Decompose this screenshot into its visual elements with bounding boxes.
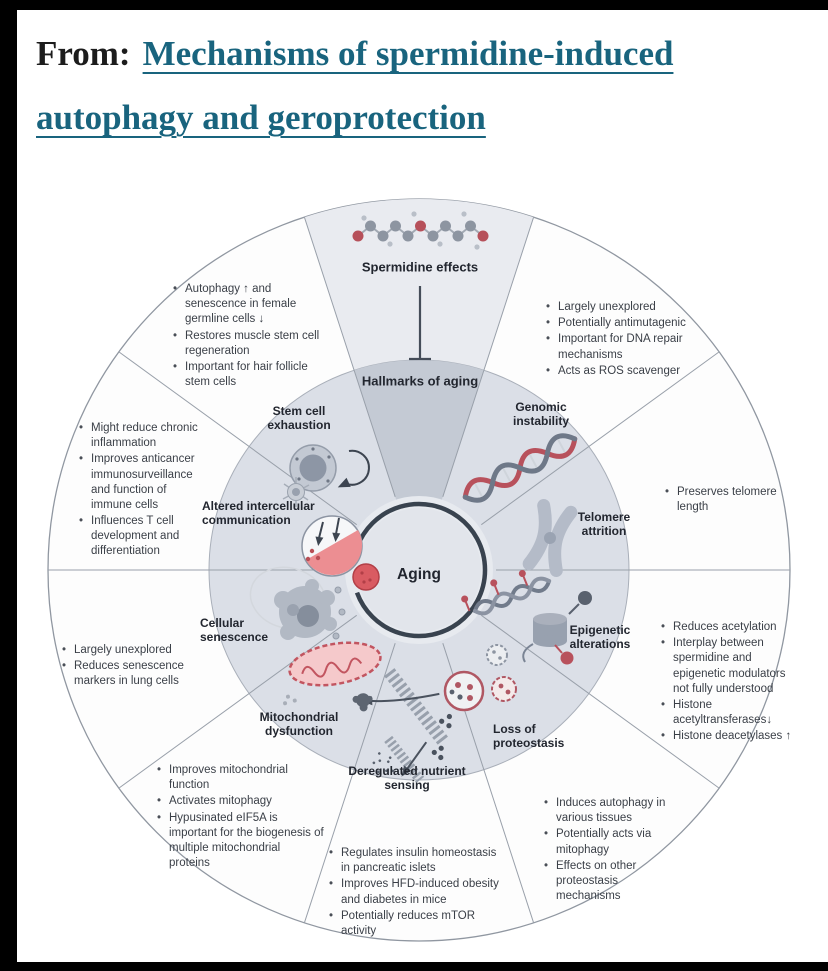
stem-cell-renewal-arrow [337, 449, 370, 488]
chromosome-icon [522, 499, 578, 577]
bullet: Influences T cell development and differ… [78, 514, 206, 560]
inhibition-arrow [409, 286, 431, 361]
bullet: Preserves telomere length [664, 485, 782, 515]
label-epigenetic-alterations: Epigenetic alterations [569, 622, 631, 651]
bullets-deregulated-nutrient-sensing: Regulates insulin homeostasis in pancrea… [328, 846, 508, 940]
cell-vesicle-icon [301, 515, 380, 591]
bullet: Induces autophagy in various tissues [543, 796, 668, 826]
hallmarks-sector [354, 360, 484, 570]
figure-caption: From:Mechanisms of spermidine-induced au… [36, 22, 796, 150]
bullet: Restores muscle stem cell regeneration [172, 329, 322, 359]
bullet: Interplay between spermidine and epigene… [660, 636, 795, 697]
bullets-loss-of-proteostasis: Induces autophagy in various tissues Pot… [543, 796, 668, 905]
label-stem-cell-exhaustion: Stem cell exhaustion [267, 403, 331, 432]
bullets-stem-cell-exhaustion: Autophagy ↑ and senescence in female ger… [172, 282, 322, 391]
label-cellular-senescence: Cellular senescence [200, 616, 269, 645]
aging-circle [357, 508, 481, 632]
bullet: Might reduce chronic inflammation [78, 421, 206, 451]
sector-lines [48, 217, 790, 923]
bullet: Improves anticancer immunosurveillance a… [78, 452, 206, 513]
article-title-link[interactable]: Mechanisms of spermidine-induced autopha… [36, 34, 674, 138]
bullet: Regulates insulin homeostasis in pancrea… [328, 846, 508, 876]
label-aging: Aging [397, 565, 441, 583]
label-hallmarks-of-aging: Hallmarks of aging [361, 373, 479, 389]
bullets-mitochondrial-dysfunction: Improves mitochondrial function Activate… [156, 763, 324, 872]
bullet: Autophagy ↑ and senescence in female ger… [172, 282, 322, 328]
bullet: Potentially antimutagenic [545, 316, 705, 331]
bullet: Activates mitophagy [156, 794, 324, 809]
label-altered-intercellular-communication: Altered intercellular communication [202, 499, 315, 528]
vesicles-icon [443, 644, 517, 712]
bullets-telomere-attrition: Preserves telomere length [664, 485, 782, 516]
dendritic-cell-icon [282, 477, 310, 507]
senescent-cell-icon [249, 566, 346, 640]
bullet: Effects on other proteostasis mechanisms [543, 859, 668, 905]
bullet: Acts as ROS scavenger [545, 364, 705, 379]
bullet: Largely unexplored [545, 300, 705, 315]
caption-prefix: From: [36, 34, 131, 73]
bullet: Important for hair follicle stem cells [172, 360, 322, 390]
mitochondria-icon [283, 641, 382, 706]
bullets-altered-intercellular-communication: Might reduce chronic inflammation Improv… [78, 421, 206, 561]
bullet: Largely unexplored [61, 643, 196, 658]
label-genomic-instability: Genomic instability [512, 399, 569, 428]
bullets-epigenetic-alterations: Reduces acetylation Interplay between sp… [660, 620, 795, 745]
aging-cycle-arrow [354, 501, 488, 639]
bullets-genomic-instability: Largely unexplored Potentially antimutag… [545, 300, 705, 380]
bullet: Histone acetyltransferases↓ [660, 698, 795, 728]
bullet: Potentially acts via mitophagy [543, 827, 668, 857]
histone-dna-icon [461, 569, 592, 665]
label-deregulated-nutrient-sensing: Deregulated nutrient sensing [348, 763, 466, 792]
bullet: Improves mitochondrial function [156, 763, 324, 793]
bullet: Hypusinated eIF5A is important for the b… [156, 811, 324, 872]
label-loss-of-proteostasis: Loss of proteostasis [493, 722, 565, 751]
spermidine-molecule-icon [352, 211, 489, 250]
label-mitochondrial-dysfunction: Mitochondrial dysfunction [259, 709, 339, 738]
label-spermidine-effects: Spermidine effects [361, 259, 479, 275]
bullet: Potentially reduces mTOR activity [328, 909, 508, 939]
bullet: Reduces acetylation [660, 620, 795, 635]
bullet: Histone deacetylases ↑ [660, 729, 795, 744]
label-telomere-attrition: Telomere attrition [577, 509, 631, 538]
bullets-cellular-senescence: Largely unexplored Reduces senescence ma… [61, 643, 196, 691]
dna-helix-icon [462, 433, 578, 503]
bullet: Reduces senescence markers in lung cells [61, 659, 196, 689]
bullet: Important for DNA repair mechanisms [545, 332, 705, 362]
bullet: Improves HFD-induced obesity and diabete… [328, 877, 508, 907]
stem-cell-icon [289, 444, 337, 492]
